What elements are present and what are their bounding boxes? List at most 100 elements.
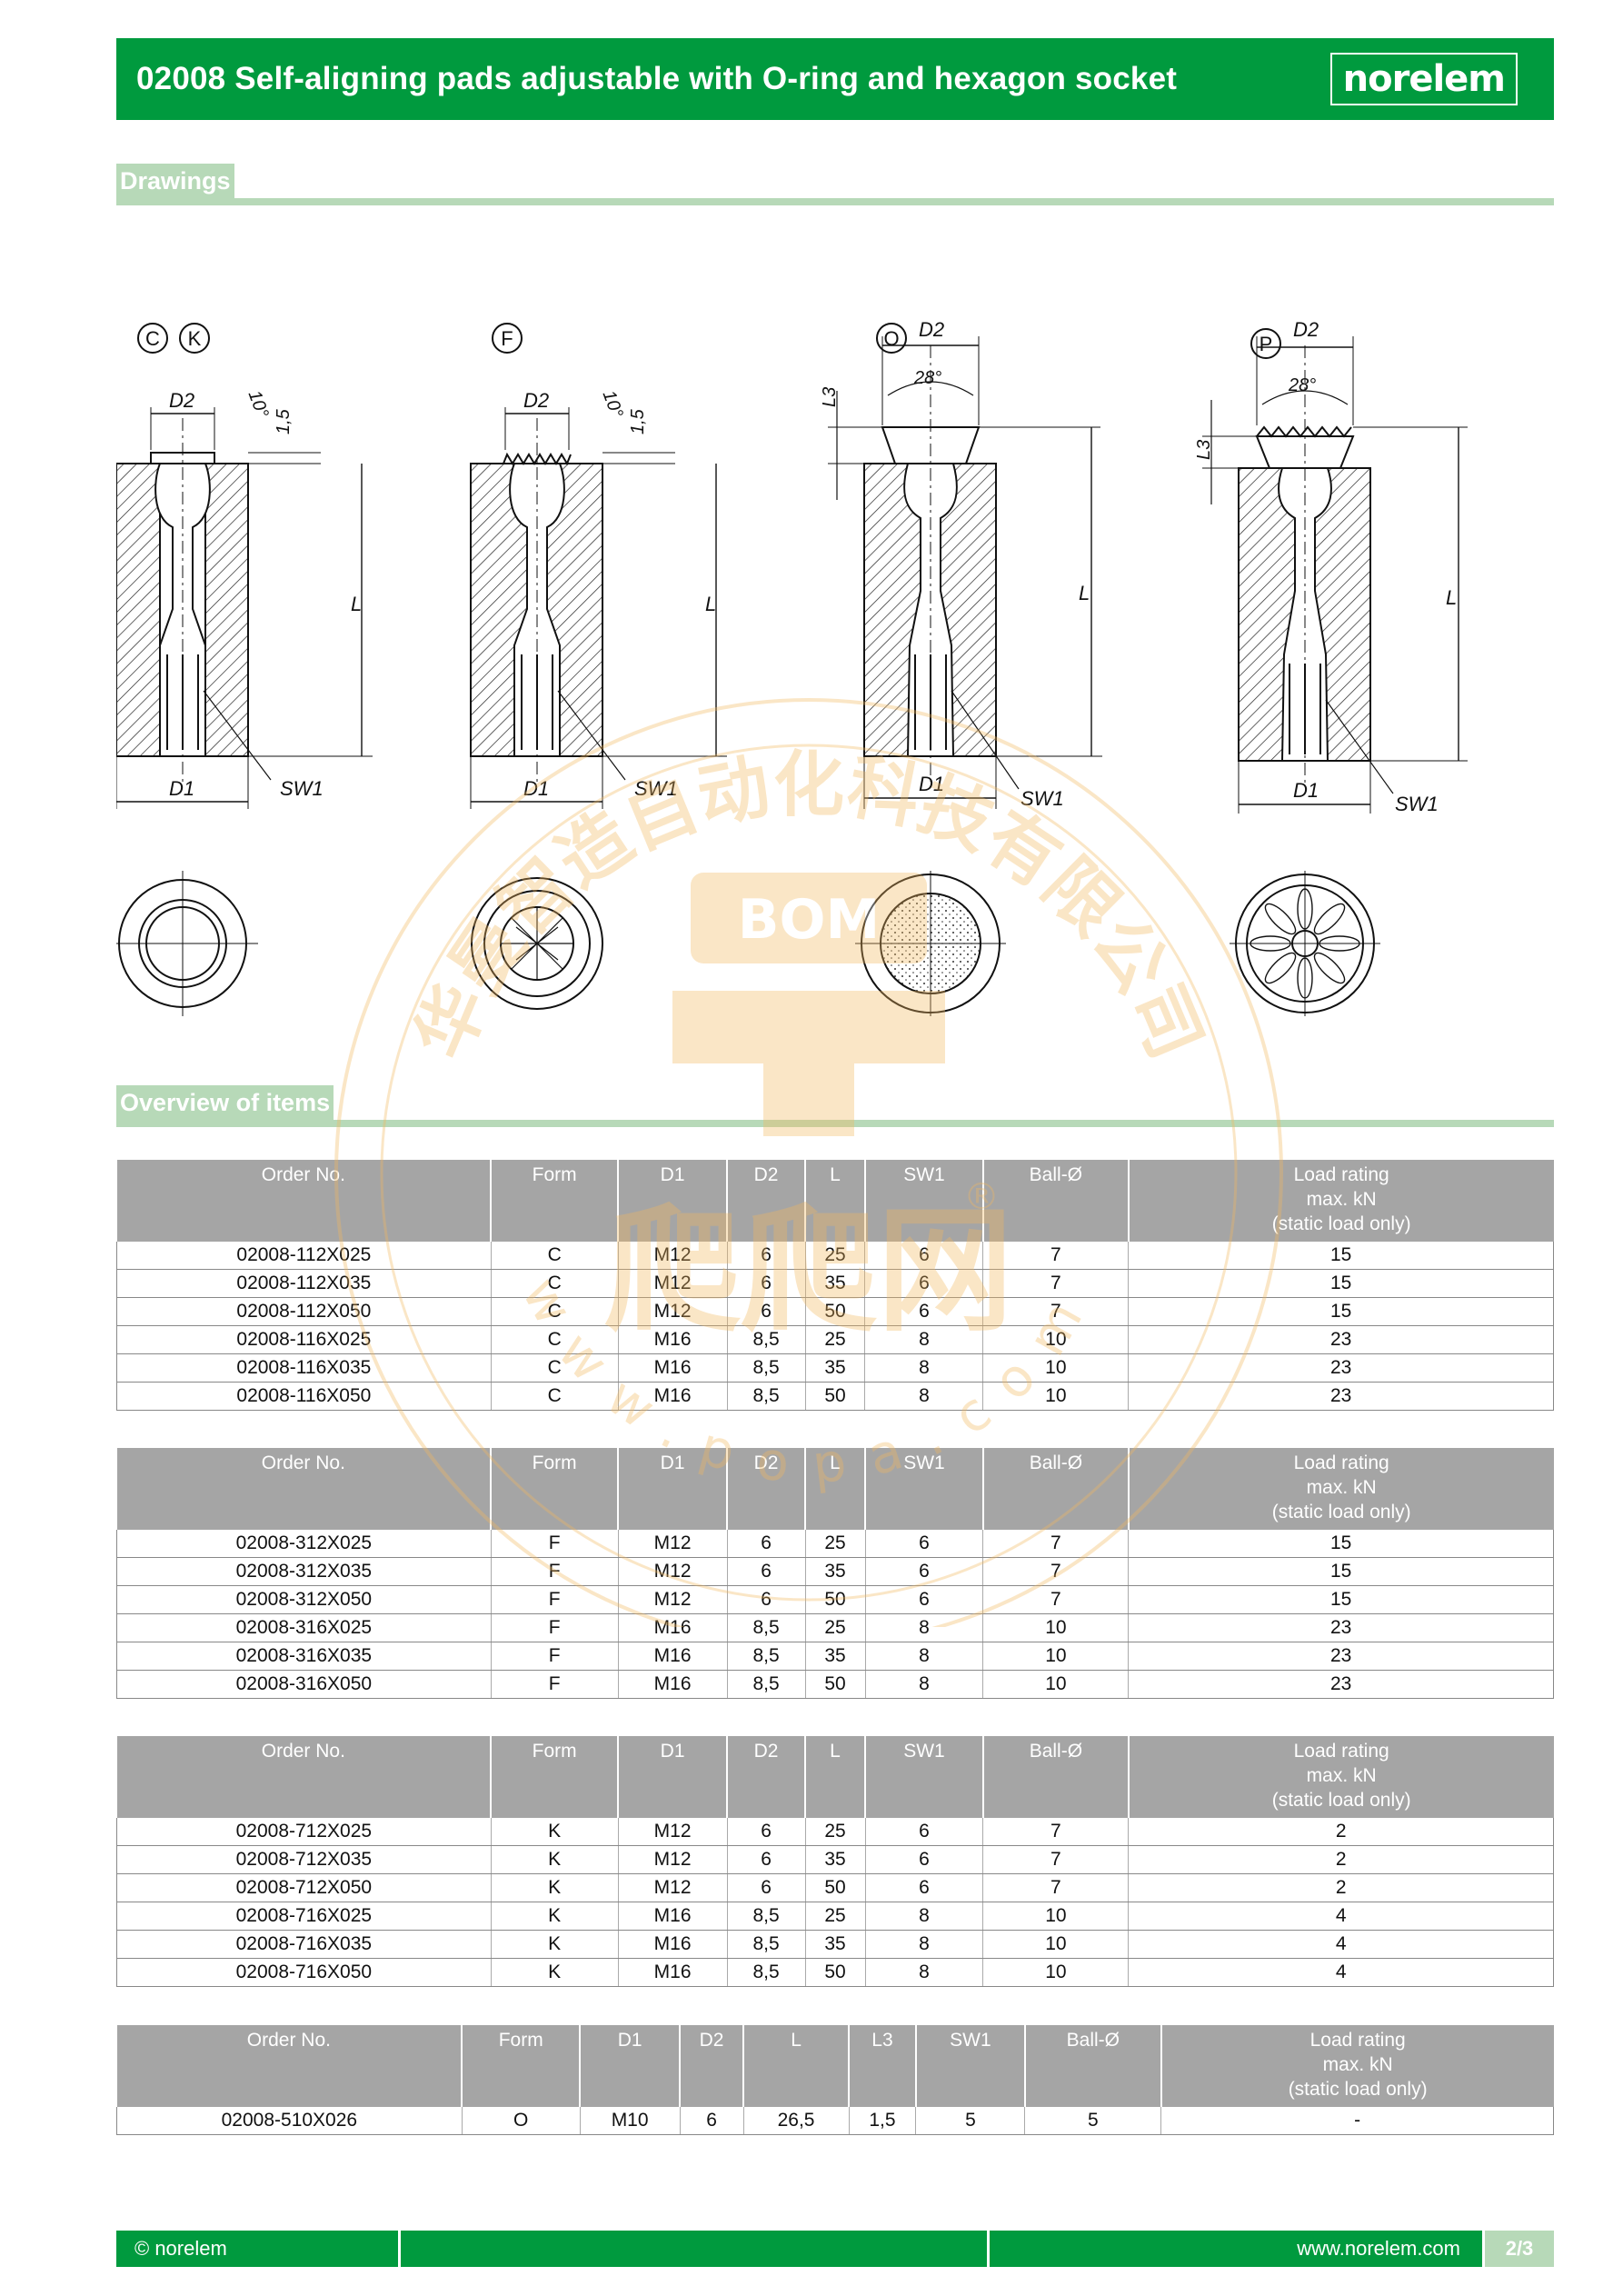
column-header: Order No. bbox=[116, 1448, 493, 1530]
ck-d1-label: D1 bbox=[169, 777, 194, 800]
page-number: 2/3 bbox=[1485, 2231, 1554, 2267]
table-cell: 02008-316X025 bbox=[116, 1613, 492, 1642]
table-cell: F bbox=[491, 1557, 619, 1586]
table-cell: 02008-712X025 bbox=[116, 1818, 492, 1846]
table-cell: M16 bbox=[618, 1642, 728, 1671]
table-cell: 8 bbox=[865, 1902, 984, 1931]
column-header: Load rating max. kN (static load only) bbox=[1160, 2025, 1554, 2107]
f-dim-label: 1,5 bbox=[628, 408, 648, 434]
table-cell: 35 bbox=[805, 1353, 866, 1383]
table-cell: 02008-116X035 bbox=[116, 1353, 492, 1383]
table-cell: C bbox=[491, 1269, 619, 1298]
form-c-label: C bbox=[145, 327, 160, 350]
technical-drawings: C K D2 10° 1,5 L D1 SW1 F bbox=[116, 318, 1468, 1016]
table-cell: 6 bbox=[864, 1269, 984, 1298]
table-cell: 02008-112X025 bbox=[116, 1242, 492, 1270]
table-cell: 8,5 bbox=[727, 1670, 806, 1699]
column-header: Order No. bbox=[116, 2025, 463, 2107]
table-cell: F bbox=[491, 1670, 619, 1699]
table-cell: 02008-716X025 bbox=[116, 1902, 492, 1931]
table-cell: 7 bbox=[982, 1818, 1130, 1846]
table-cell: 15 bbox=[1128, 1242, 1554, 1270]
table-cell: 8,5 bbox=[727, 1613, 806, 1642]
table-cell: 23 bbox=[1128, 1642, 1554, 1671]
f-angle-label: 10° bbox=[599, 388, 627, 421]
table-cell: 35 bbox=[805, 1845, 866, 1874]
table-cell: 2 bbox=[1128, 1845, 1554, 1874]
table-cell: C bbox=[491, 1242, 619, 1270]
column-header: D1 bbox=[580, 2025, 682, 2107]
f-d2-label: D2 bbox=[523, 389, 549, 412]
table-cell: 50 bbox=[805, 1382, 866, 1411]
table-cell: 26,5 bbox=[743, 2107, 850, 2135]
table-cell: 02008-312X035 bbox=[116, 1557, 492, 1586]
table-cell: 02008-316X050 bbox=[116, 1670, 492, 1699]
o-l-label: L bbox=[1079, 582, 1090, 604]
table-cell: 6 bbox=[865, 1585, 984, 1614]
table-cell: 6 bbox=[680, 2107, 744, 2135]
table-cell: M16 bbox=[618, 1353, 728, 1383]
table-cell: 6 bbox=[727, 1845, 806, 1874]
column-header: Ball-Ø bbox=[982, 1448, 1130, 1530]
table-cell: 25 bbox=[805, 1325, 866, 1354]
table-cell: 7 bbox=[982, 1269, 1130, 1298]
table-cell: 7 bbox=[982, 1585, 1130, 1614]
column-header: Order No. bbox=[116, 1160, 493, 1242]
table-cell: 02008-112X035 bbox=[116, 1269, 492, 1298]
table-cell: 6 bbox=[727, 1557, 806, 1586]
table-cell: 02008-312X050 bbox=[116, 1585, 492, 1614]
table-cell: 8,5 bbox=[727, 1382, 806, 1411]
table-cell: M16 bbox=[618, 1930, 728, 1959]
column-header: L bbox=[805, 1448, 866, 1530]
table-cell: M16 bbox=[618, 1613, 728, 1642]
table-cell: 25 bbox=[805, 1613, 866, 1642]
table-cell: K bbox=[491, 1958, 619, 1987]
table-cell: 6 bbox=[865, 1873, 984, 1902]
table-cell: F bbox=[491, 1642, 619, 1671]
table-cell: 23 bbox=[1128, 1353, 1554, 1383]
footer-spacer bbox=[401, 2231, 987, 2267]
table-cell: 02008-510X026 bbox=[116, 2107, 463, 2135]
table-cell: 25 bbox=[805, 1902, 866, 1931]
table-cell: 6 bbox=[865, 1845, 984, 1874]
table-cell: 7 bbox=[982, 1557, 1130, 1586]
table-cell: 02008-712X050 bbox=[116, 1873, 492, 1902]
table-cell: 10 bbox=[982, 1325, 1130, 1354]
p-sw-label: SW1 bbox=[1395, 793, 1439, 815]
table-cell: - bbox=[1160, 2107, 1554, 2135]
column-header: Ball-Ø bbox=[982, 1736, 1130, 1818]
ck-sw-label: SW1 bbox=[280, 777, 324, 800]
f-d1-label: D1 bbox=[523, 777, 549, 800]
o-angle-label: 28° bbox=[913, 368, 941, 388]
table-cell: 02008-716X050 bbox=[116, 1958, 492, 1987]
column-header: D1 bbox=[618, 1160, 729, 1242]
o-d1-label: D1 bbox=[919, 773, 944, 795]
table-cell: M12 bbox=[618, 1297, 728, 1326]
table-cell: 25 bbox=[805, 1818, 866, 1846]
table-cell: 8 bbox=[864, 1382, 984, 1411]
table-cell: M16 bbox=[618, 1670, 728, 1699]
table-cell: 8 bbox=[865, 1670, 984, 1699]
table-cell: 23 bbox=[1128, 1613, 1554, 1642]
column-header: Form bbox=[491, 1448, 620, 1530]
table-cell: 5 bbox=[915, 2107, 1026, 2135]
table-cell: 10 bbox=[982, 1353, 1130, 1383]
drawing-form-f: F D2 10° 1,5 L D1 SW1 bbox=[470, 323, 727, 1010]
table-cell: 23 bbox=[1128, 1670, 1554, 1699]
table-cell: 35 bbox=[805, 1930, 866, 1959]
table-cell: 6 bbox=[865, 1818, 984, 1846]
footer-website-link[interactable]: www.norelem.com bbox=[990, 2231, 1482, 2267]
table-cell: K bbox=[491, 1873, 619, 1902]
table-cell: 6 bbox=[864, 1297, 984, 1326]
table-cell: 23 bbox=[1128, 1382, 1554, 1411]
page-header: 02008 Self-aligning pads adjustable with… bbox=[116, 38, 1554, 120]
ck-dim-label: 1,5 bbox=[274, 408, 294, 434]
